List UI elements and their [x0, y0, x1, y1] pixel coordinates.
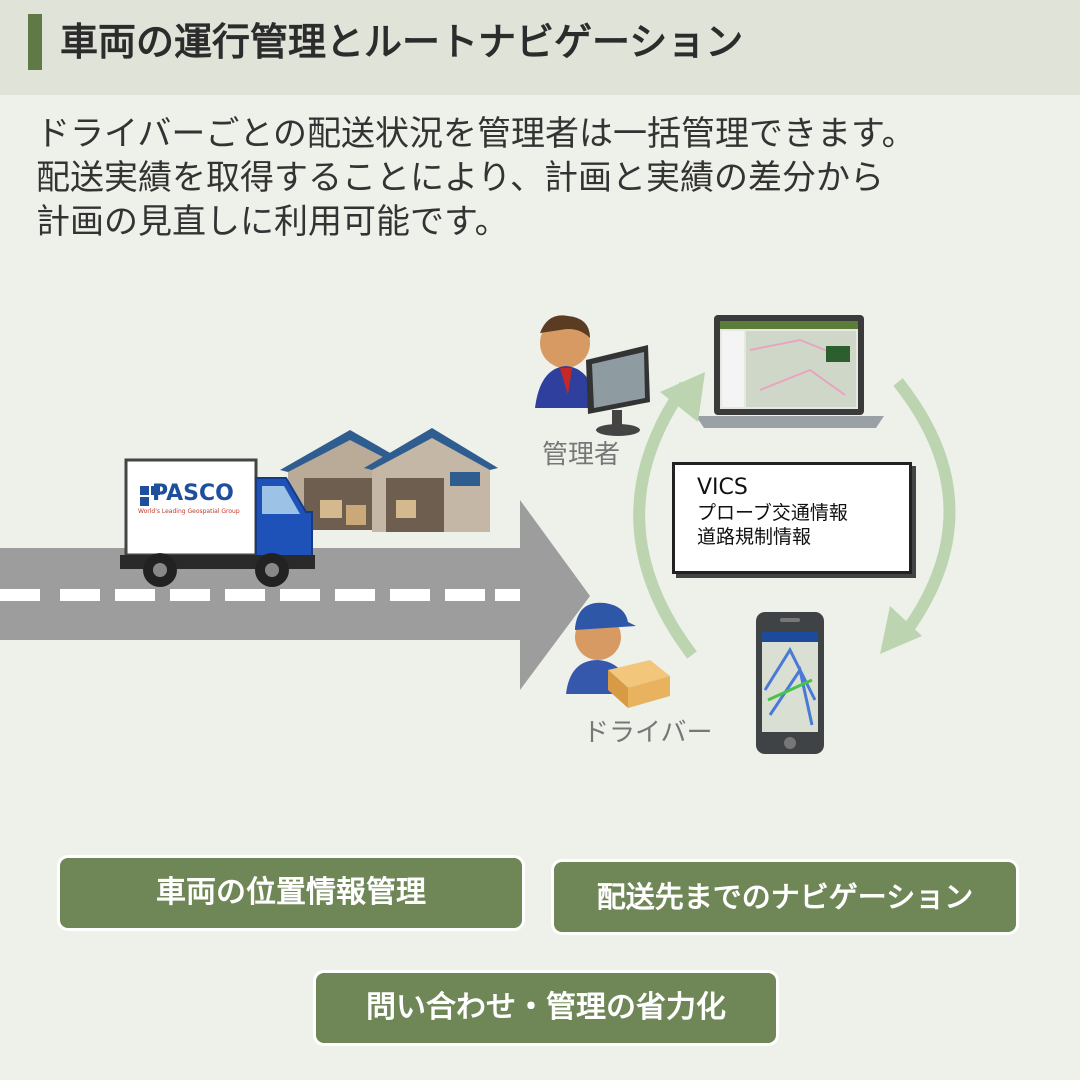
vics-info-box: VICS プローブ交通情報 道路規制情報	[672, 462, 912, 574]
smartphone-icon	[756, 612, 824, 754]
manager-label: 管理者	[542, 440, 621, 470]
header: 車両の運行管理とルートナビゲーション	[0, 0, 1080, 95]
manager-icon	[535, 315, 598, 408]
truck-brand: PASCO	[152, 481, 234, 506]
feature-location-management: 車両の位置情報管理	[60, 858, 522, 928]
intro-line-2: 配送実績を取得することにより、計画と実績の差分から	[36, 158, 884, 198]
cycle-arrows-icon	[633, 378, 956, 659]
header-accent-bar	[28, 14, 42, 70]
intro-text: ドライバーごとの配送状況を管理者は一括管理できます。 配送実績を取得することによ…	[36, 112, 1066, 244]
truck-tagline: World's Leading Geospatial Group	[138, 508, 240, 515]
delivery-illustration	[0, 315, 956, 754]
warehouse-icon	[280, 428, 498, 532]
driver-icon	[566, 602, 636, 694]
laptop-icon	[696, 315, 884, 428]
road-arrow-icon	[0, 500, 590, 690]
intro-line-1: ドライバーごとの配送状況を管理者は一括管理できます。	[36, 114, 916, 154]
feature-labor-saving: 問い合わせ・管理の省力化	[316, 973, 776, 1043]
vics-line-2: 道路規制情報	[697, 526, 812, 548]
driver-label: ドライバー	[583, 718, 713, 748]
vics-line-1: プローブ交通情報	[697, 502, 848, 524]
intro-line-3: 計画の見直しに利用可能です。	[36, 202, 509, 242]
delivery-truck-icon	[120, 458, 315, 587]
desktop-monitor-icon	[586, 345, 650, 436]
package-box-icon	[608, 660, 670, 708]
page-title: 車両の運行管理とルートナビゲーション	[60, 20, 744, 64]
feature-navigation: 配送先までのナビゲーション	[554, 862, 1016, 932]
vics-title: VICS	[697, 475, 748, 500]
